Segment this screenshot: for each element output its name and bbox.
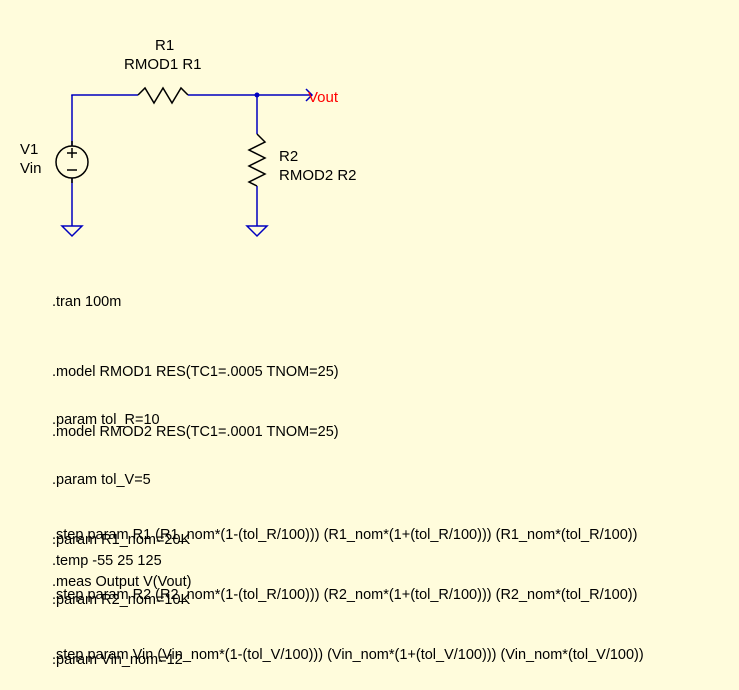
step-directive: .step param R1 (R1_nom*(1-(tol_R/100))) …: [52, 527, 638, 543]
ground-icon: [60, 225, 84, 238]
voltage-source-v1[interactable]: [55, 141, 89, 183]
v1-value-label[interactable]: Vin: [20, 160, 41, 177]
resistor-r2[interactable]: [247, 133, 267, 187]
tran-directive[interactable]: .tran 100m: [52, 294, 122, 310]
net-label-vout[interactable]: Vout: [308, 89, 339, 106]
resistor-r1[interactable]: [137, 86, 189, 105]
net-label-flag-icon: [305, 88, 314, 102]
model-directives[interactable]: .model RMOD1 RES(TC1=.0005 TNOM=25) .mod…: [52, 322, 339, 462]
param-directive: .param tol_V=5: [52, 472, 151, 488]
meas-directive[interactable]: .meas Output V(Vout): [52, 574, 192, 590]
junction-dot: [254, 92, 260, 98]
temp-directive[interactable]: .temp -55 25 125: [52, 553, 162, 569]
v1-name-label[interactable]: V1: [20, 141, 38, 158]
r2-name-label[interactable]: R2: [279, 148, 298, 165]
r1-value-label[interactable]: RMOD1 R1: [124, 56, 202, 73]
r2-value-label[interactable]: RMOD2 R2: [279, 167, 357, 184]
model-directive: .model RMOD1 RES(TC1=.0005 TNOM=25): [52, 364, 339, 380]
step-directive: .step param Vin (Vin_nom*(1-(tol_V/100))…: [52, 647, 644, 663]
param-directive: .param R1_nom=20K: [52, 532, 191, 548]
model-directive: .model RMOD2 RES(TC1=.0001 TNOM=25): [52, 424, 339, 440]
param-directive: .param tol_R=10: [52, 412, 160, 428]
wire-top-left[interactable]: [71, 94, 138, 96]
r1-name-label[interactable]: R1: [155, 37, 174, 54]
circuit-schematic: R1 RMOD1 R1 R2 RMOD2 R2 V1 Vin Vout: [20, 37, 357, 238]
ground-icon: [245, 225, 269, 238]
